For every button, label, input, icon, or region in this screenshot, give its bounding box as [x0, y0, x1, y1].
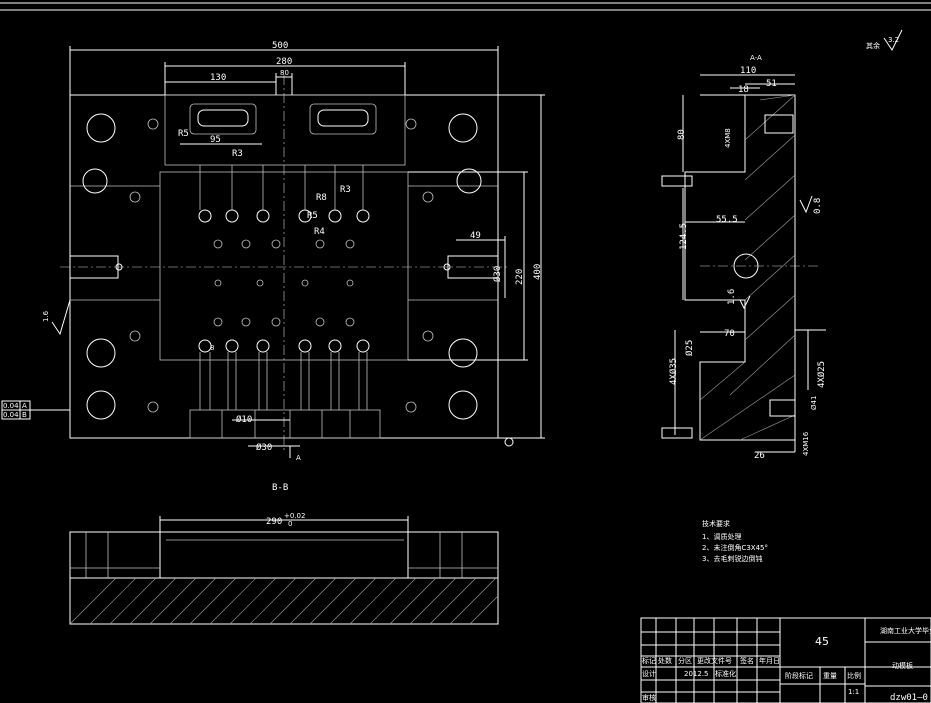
cut-mark-a: A: [296, 454, 301, 462]
dim-95: 95: [210, 135, 221, 145]
notes-title: 技术要求: [702, 519, 730, 528]
roughness-label: 其余: [866, 41, 880, 50]
surface-16-left: 1.6: [42, 310, 50, 322]
plan-view: [1, 46, 545, 458]
aa-18: 18: [738, 85, 749, 95]
dim-dia-10: Ø10: [236, 414, 252, 425]
tb-row-label-4: 签名: [740, 656, 754, 665]
tb-stage-label: 阶段标记: [785, 671, 813, 680]
notes-item-2: 2、未注倒角C3X45°: [702, 543, 768, 552]
section-aa-label: A-A: [750, 54, 762, 62]
tb-row-label-2: 分区: [678, 656, 692, 665]
aa-80: 80: [677, 129, 687, 140]
plan-dimension-texts: 500 280 130 80 95 R5 R3 R8 R5 R4 R3 49 Ø…: [42, 41, 543, 462]
title-block: [640, 617, 931, 703]
radius-r3-left: R3: [232, 149, 243, 159]
tb-drawing-no: dzw01—0: [890, 693, 928, 703]
aa-110: 110: [740, 66, 756, 76]
tb-ratio-label: 比例: [847, 671, 861, 680]
tb-material: 45: [815, 635, 829, 648]
section-aa: [661, 74, 826, 453]
aa-26: 26: [754, 451, 765, 461]
aa-16: 1.6: [727, 289, 737, 305]
notes-item-3: 3、去毛刺锐边倒钝: [702, 554, 762, 563]
dim-80: 80: [280, 69, 289, 77]
aa-1245: 124.5: [679, 223, 689, 250]
tb-scale: 1:1: [848, 688, 859, 696]
tb-row-label-3: 更改文件号: [697, 656, 732, 665]
tol-row1-value: 0.04: [3, 402, 19, 410]
radius-r4: R4: [314, 227, 325, 237]
dim-overall-height: 400: [533, 264, 543, 280]
section-bb-tol-lower: 0: [288, 520, 292, 528]
tb-row-label-5: 年月日: [759, 656, 780, 665]
small-mark-8: 8: [210, 344, 214, 352]
tb-school: 湖南工业大学毕业设计: [880, 626, 931, 635]
dim-220: 220: [515, 269, 525, 285]
title-block-texts: 45 湖南工业大学毕业设计 动模板 dzw01—0 1:1 标记 处数 分区 更…: [642, 626, 931, 703]
roughness-symbol: [883, 29, 903, 51]
section-bb-texts: B-B 290 +0.02 0: [266, 483, 305, 528]
radius-r5-left: R5: [178, 129, 189, 139]
tol-row2-value: 0.04: [3, 411, 19, 419]
section-bb: [69, 516, 499, 625]
tolerance-frame-texts: 0.04 A 0.04 B: [3, 402, 27, 419]
aa-08: 0.8: [813, 198, 823, 214]
tol-row2-datum: B: [22, 411, 27, 419]
tb-review-label: 审核: [642, 693, 656, 702]
tb-design-label: 设计: [642, 669, 656, 678]
dim-49: 49: [470, 231, 481, 241]
radius-r5: R5: [307, 211, 318, 221]
aa-4xdia35: 4XØ35: [668, 358, 679, 385]
roughness-value: 3.2: [888, 36, 899, 44]
tb-row-label-0: 标记: [642, 656, 656, 665]
dim-overall-width: 500: [272, 41, 288, 51]
tb-std-label: 标准化: [715, 669, 736, 678]
section-bb-width: 290: [266, 517, 282, 527]
tb-row-label-1: 处数: [658, 656, 672, 665]
dim-dia-30: Ø30: [492, 266, 503, 282]
radius-r8: R8: [316, 193, 327, 203]
roughness-texts: 其余 3.2: [866, 36, 899, 50]
aa-4xm16: 4XM16: [802, 431, 810, 456]
notes-item-1: 1、调质处理: [702, 532, 741, 541]
top-pocket: [164, 94, 406, 166]
aa-dia41: Ø41: [810, 396, 818, 410]
tb-part-name: 动模板: [892, 661, 913, 670]
dim-cavity-width: 280: [276, 57, 292, 67]
dim-dia-30-bottom: Ø30: [256, 442, 272, 453]
aa-555: 55.5: [716, 215, 738, 225]
aa-dia25: Ø25: [684, 340, 695, 356]
section-bb-label: B-B: [272, 483, 288, 493]
tb-design-date: 2012.5: [684, 670, 709, 678]
tol-row1-datum: A: [22, 402, 27, 410]
aa-51: 51: [766, 79, 777, 89]
radius-r3: R3: [340, 185, 351, 195]
technical-notes: 技术要求 1、调质处理 2、未注倒角C3X45° 3、去毛刺锐边倒钝: [702, 519, 768, 563]
section-bb-tol-upper: +0.02: [284, 512, 305, 520]
tb-weight-label: 重量: [823, 672, 837, 680]
section-aa-texts: A-A 110 18 51 80 4XM8 55.5 124.5 1.6 0.8…: [668, 54, 827, 461]
dim-130: 130: [210, 73, 226, 83]
aa-4xm8: 4XM8: [724, 128, 732, 148]
aa-4xdia25: 4XØ25: [816, 361, 827, 388]
aa-70: 70: [724, 329, 735, 339]
